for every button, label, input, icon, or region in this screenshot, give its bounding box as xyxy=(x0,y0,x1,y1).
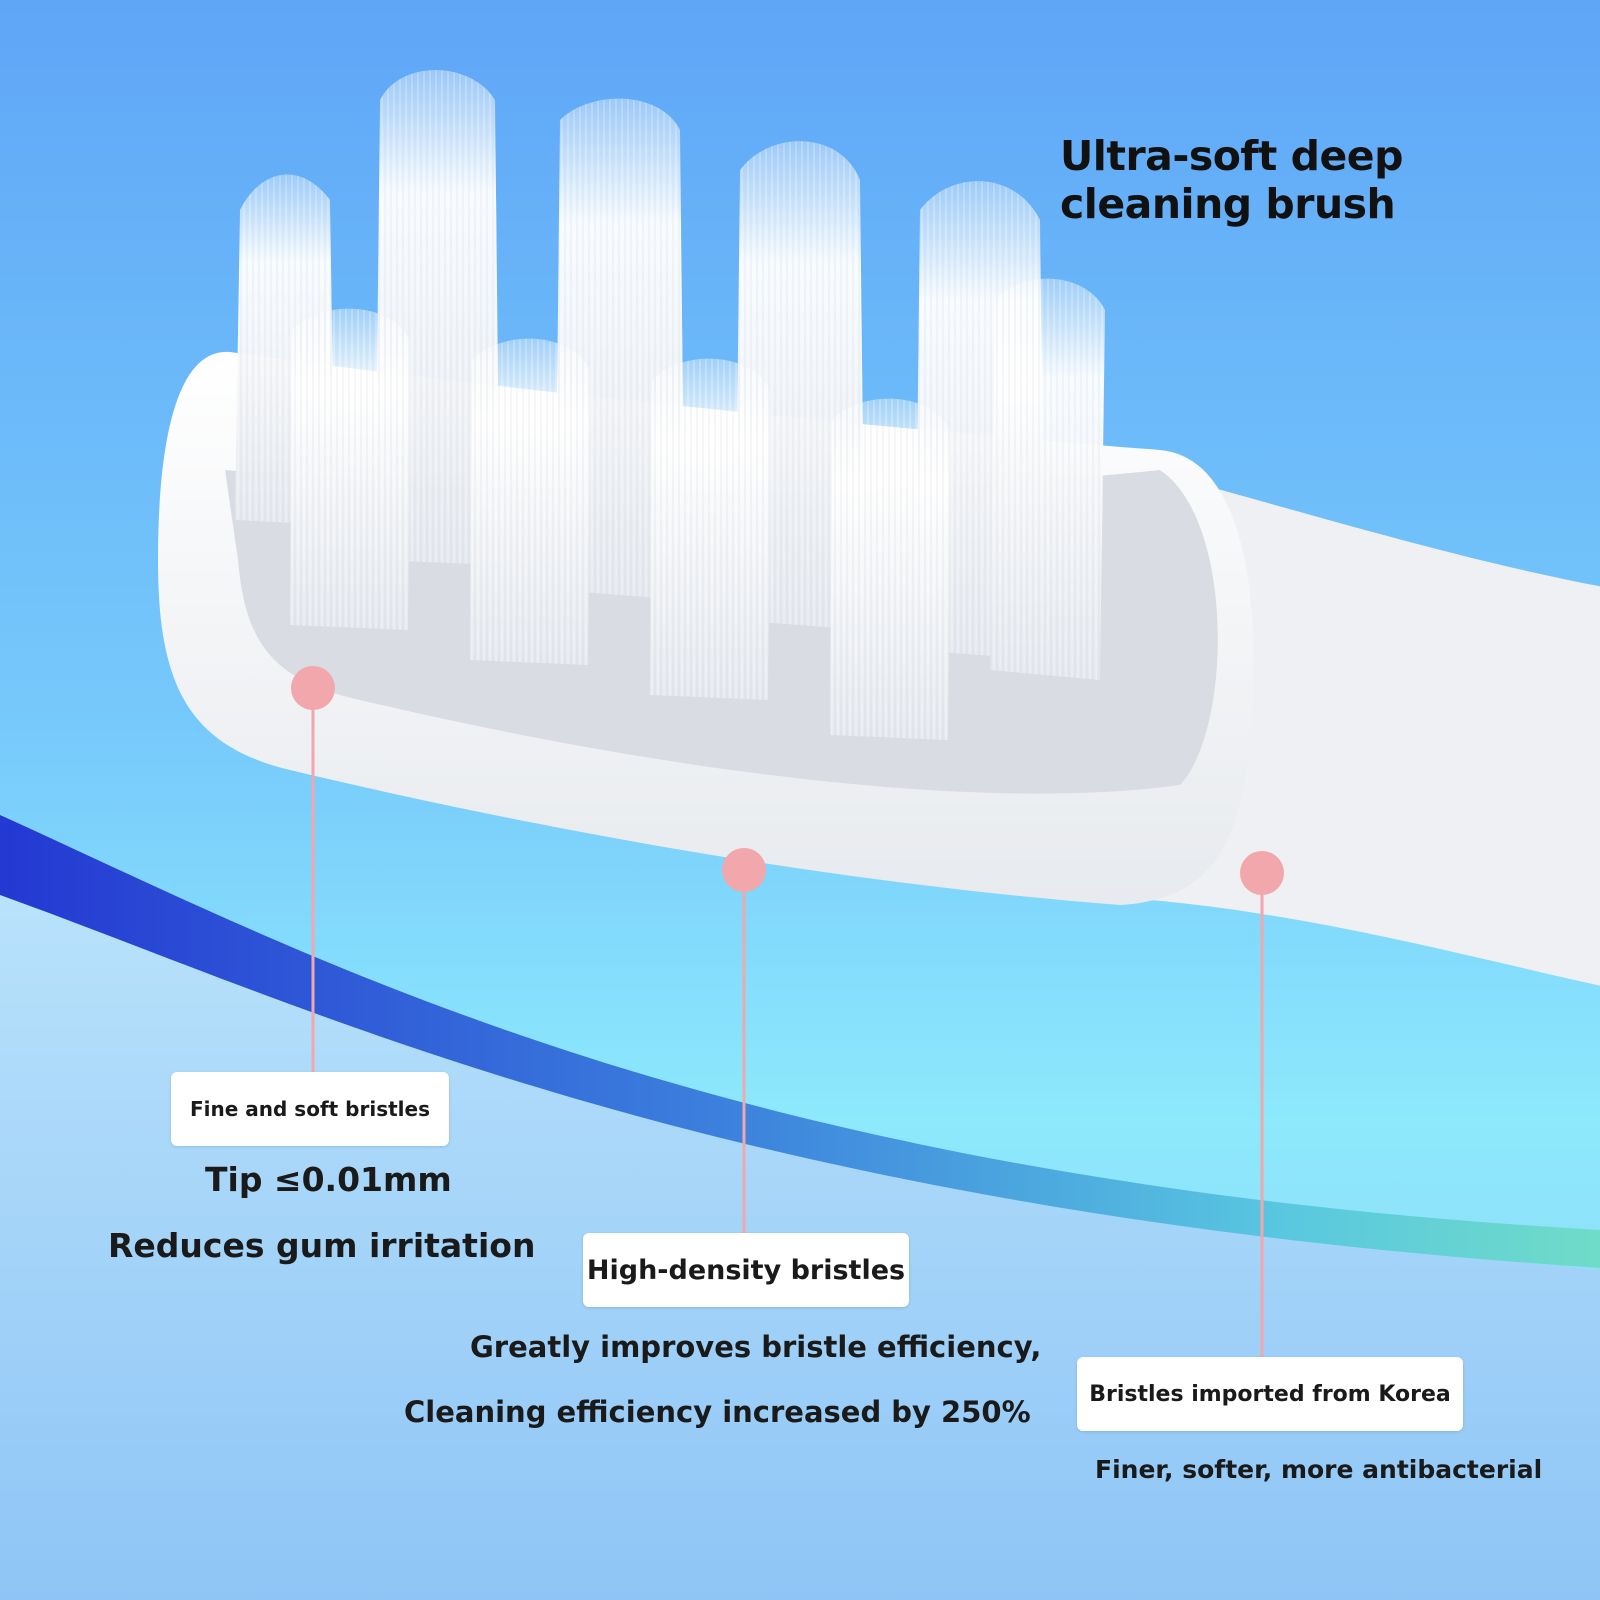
callout-label-high-density: High-density bristles xyxy=(583,1233,909,1307)
toothbrush-head-illustration xyxy=(158,70,1600,986)
blue-swoosh xyxy=(0,815,1600,1268)
callout-text-cleaning: Cleaning efficiency increased by 250% xyxy=(404,1395,1031,1429)
callout-text-efficiency: Greatly improves bristle efficiency, xyxy=(470,1330,1042,1364)
callout-label-fine-bristles: Fine and soft bristles xyxy=(171,1072,449,1146)
headline-line-2: cleaning brush xyxy=(1060,180,1396,228)
bristle-tufts-front xyxy=(290,308,950,740)
callout-text-gum: Reduces gum irritation xyxy=(108,1226,536,1265)
callout-text-antibacterial: Finer, softer, more antibacterial xyxy=(1095,1455,1543,1484)
callout-marker-dot xyxy=(1240,851,1284,895)
callout-marker-dot xyxy=(722,848,766,892)
callout-marker-dot xyxy=(291,666,335,710)
headline-line-1: Ultra-soft deep xyxy=(1060,132,1403,180)
callout-connectors xyxy=(291,666,1284,1357)
callout-text-tip: Tip ≤0.01mm xyxy=(205,1160,452,1199)
headline: Ultra-soft deep cleaning brush xyxy=(1060,132,1403,228)
callout-label-korea: Bristles imported from Korea xyxy=(1077,1357,1463,1431)
